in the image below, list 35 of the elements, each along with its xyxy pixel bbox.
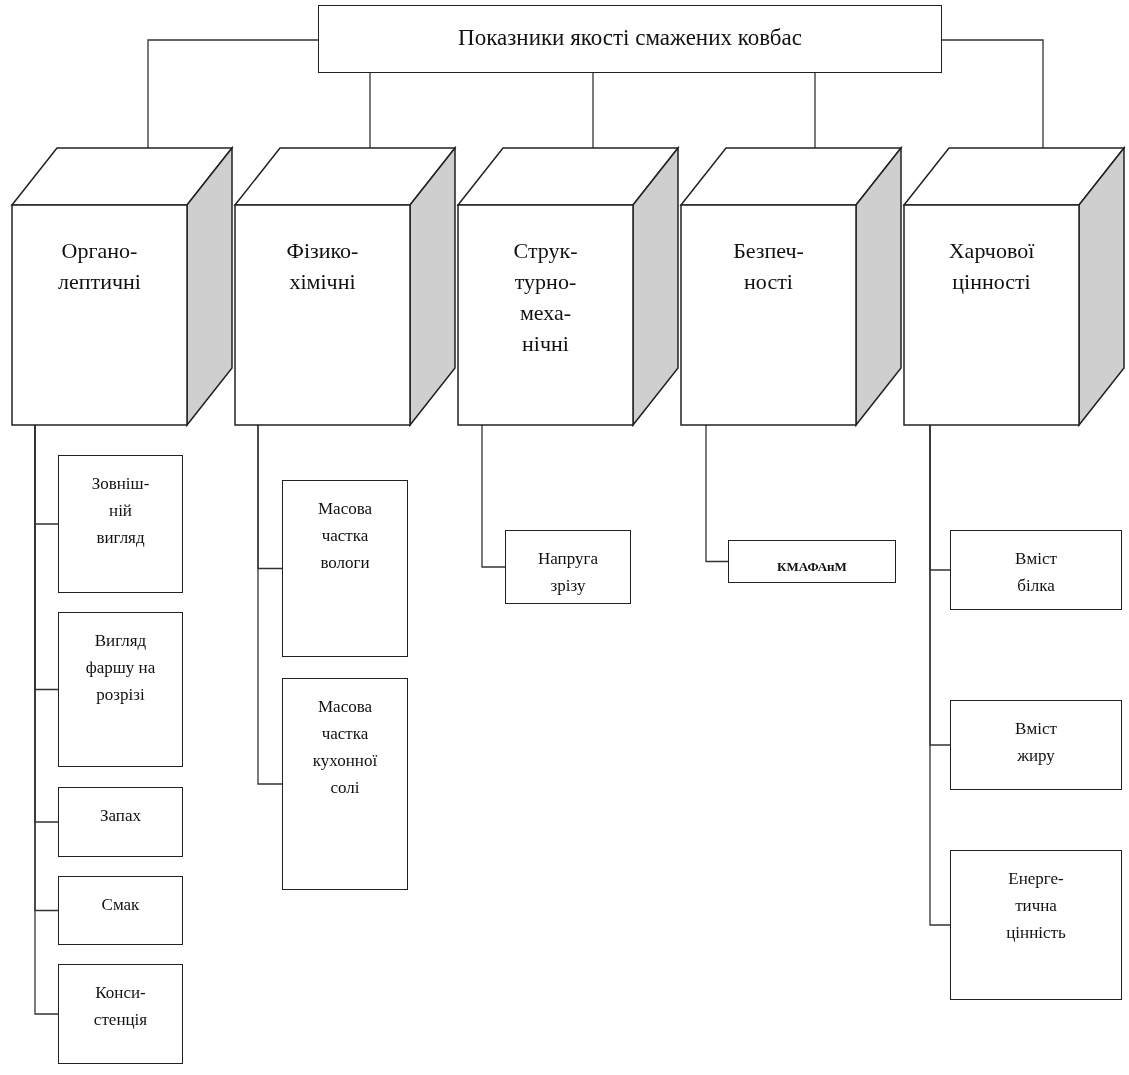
indicator-label: Масова частка вологи (316, 498, 374, 574)
connector-line (481, 424, 506, 568)
indicator-label: Вміст білка (1014, 548, 1058, 597)
indicator-box (58, 787, 183, 857)
indicator-label: Вміст жиру (1014, 718, 1058, 767)
connector-line (369, 72, 371, 149)
indicator-box (282, 480, 408, 657)
indicator-box (58, 964, 183, 1064)
indicator-label: Смак (101, 894, 140, 916)
connector-line (929, 424, 951, 926)
indicator-box (58, 612, 183, 767)
title-box (318, 5, 942, 73)
connector-line (814, 72, 816, 149)
indicator-label: Запах (100, 805, 141, 827)
indicator-box (950, 850, 1122, 1000)
indicator-box (282, 678, 408, 890)
indicator-box (505, 530, 631, 604)
title-text: Показники якості смажених ковбас (458, 24, 802, 52)
connector-line (257, 424, 283, 785)
connector-line (705, 424, 729, 563)
indicator-box (58, 455, 183, 593)
indicator-label: Зовніш- ній вигляд (90, 473, 151, 549)
indicator-label: Напруга зрізу (537, 548, 599, 597)
connector-line (941, 39, 1044, 149)
connector-line (592, 72, 594, 149)
indicator-box (950, 700, 1122, 790)
indicator-box (950, 530, 1122, 610)
indicator-box (728, 540, 896, 583)
indicator-label: КМАФАнМ (777, 558, 847, 576)
indicator-label: Масова частка кухонної солі (311, 696, 379, 799)
indicator-label: Вигляд фаршу на розрізі (84, 630, 157, 706)
connector-line (147, 39, 319, 149)
indicator-label: Конси- стенція (92, 982, 149, 1031)
indicator-label: Енерге- тична цінність (1005, 868, 1067, 944)
indicator-box (58, 876, 183, 945)
